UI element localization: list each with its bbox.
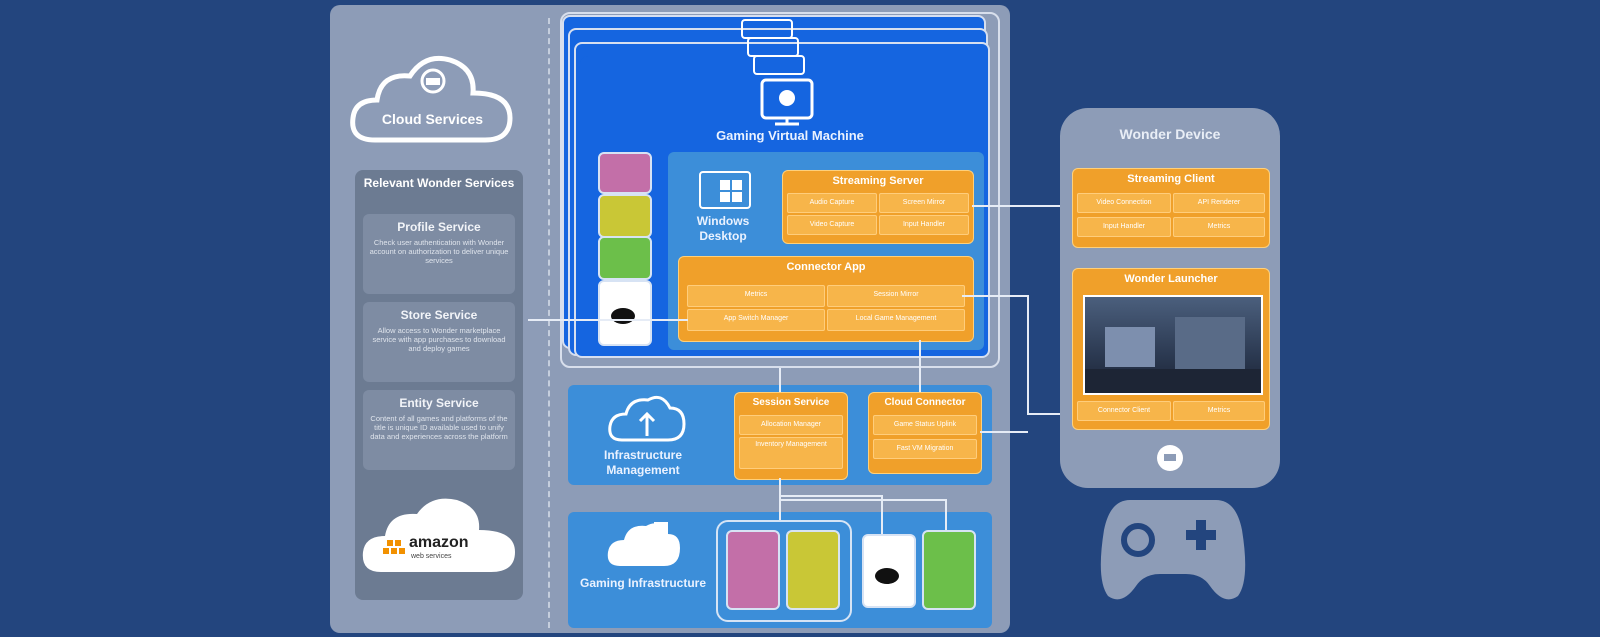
sc-cell-video: Video Connection xyxy=(1077,193,1171,213)
cloud-connector-title: Cloud Connector xyxy=(884,397,966,408)
ss-cell-video-capture: Video Capture xyxy=(787,215,877,235)
windows-desktop-label: Windows Desktop xyxy=(696,214,750,243)
wonder-launcher-box: Wonder Launcher Connector Client Metrics xyxy=(1072,268,1270,430)
app-group-outline xyxy=(716,520,852,622)
ss-cell-input-handler: Input Handler xyxy=(879,215,969,235)
session-service-title: Session Service xyxy=(752,397,830,408)
entity-service-card: Entity Service Content of all games and … xyxy=(363,390,515,470)
entity-service-title: Entity Service xyxy=(399,396,479,410)
sess-cell-inventory: Inventory Management xyxy=(739,437,843,469)
android-app-tile xyxy=(598,280,652,346)
ca-cell-app-switch: App Switch Manager xyxy=(687,309,825,331)
wonder-launcher-title: Wonder Launcher xyxy=(1124,273,1218,285)
infra-app-android xyxy=(862,534,916,608)
cloud-services-label: Cloud Services xyxy=(381,111,484,127)
sc-cell-api: API Renderer xyxy=(1173,193,1265,213)
ca-cell-local-game: Local Game Management xyxy=(827,309,965,331)
vm-outline xyxy=(560,12,1000,368)
ss-cell-screen-mirror: Screen Mirror xyxy=(879,193,969,213)
session-service-box: Session Service Allocation Manager Inven… xyxy=(734,392,848,480)
cloud-icon xyxy=(350,55,513,143)
cc-cell-uplink: Game Status Uplink xyxy=(873,415,977,435)
app-tile-green xyxy=(598,236,652,280)
gaming-infrastructure-label: Gaming Infrastructure xyxy=(579,576,707,590)
app-tile-yellow xyxy=(598,194,652,238)
aws-subtitle: web services xyxy=(411,553,452,560)
amazon-wordmark: amazon xyxy=(409,534,469,551)
profile-service-desc: Check user authentication with Wonder ac… xyxy=(369,238,509,265)
streaming-server-title: Streaming Server xyxy=(832,175,924,187)
device-title: Wonder Device xyxy=(1119,126,1221,142)
app-tile-pink xyxy=(598,152,652,194)
streaming-server-box: Streaming Server Audio Capture Screen Mi… xyxy=(782,170,974,244)
wl-cell-metrics: Metrics xyxy=(1173,401,1265,421)
infra-app-yellow xyxy=(786,530,840,610)
android-icon-2 xyxy=(875,568,899,584)
cc-cell-migration: Fast VM Migration xyxy=(873,439,977,459)
infra-app-pink xyxy=(726,530,780,610)
amazon-web-services-logo: amazon web services xyxy=(359,490,519,580)
infra-app-green xyxy=(922,530,976,610)
sess-cell-allocation: Allocation Manager xyxy=(739,415,843,435)
connector-app-box: Connector App Metrics Session Mirror App… xyxy=(678,256,974,342)
panel-divider xyxy=(548,18,550,628)
store-service-title: Store Service xyxy=(400,308,478,322)
ca-cell-metrics: Metrics xyxy=(687,285,825,307)
profile-service-title: Profile Service xyxy=(397,220,481,234)
infrastructure-management-label: Infrastructure Management xyxy=(603,448,683,477)
ss-cell-audio-capture: Audio Capture xyxy=(787,193,877,213)
store-service-card: Store Service Allow access to Wonder mar… xyxy=(363,302,515,382)
streaming-client-box: Streaming Client Video Connection API Re… xyxy=(1072,168,1270,248)
cloud-connector-box: Cloud Connector Game Status Uplink Fast … xyxy=(868,392,982,474)
cloud-services-badge: Cloud Services xyxy=(345,48,520,153)
relevant-services-title: Relevant Wonder Services xyxy=(363,176,515,190)
aws-cloud-icon xyxy=(362,498,515,572)
streaming-client-title: Streaming Client xyxy=(1127,173,1215,185)
connector-app-title: Connector App xyxy=(786,261,866,273)
gaming-vm-label: Gaming Virtual Machine xyxy=(716,128,864,143)
store-service-desc: Allow access to Wonder marketplace servi… xyxy=(372,326,506,353)
profile-service-card: Profile Service Check user authenticatio… xyxy=(363,214,515,294)
relevant-services-panel: Relevant Wonder Services Profile Service… xyxy=(355,170,523,600)
wl-cell-connector: Connector Client xyxy=(1077,401,1171,421)
sc-cell-metrics: Metrics xyxy=(1173,217,1265,237)
sc-cell-input: Input Handler xyxy=(1077,217,1171,237)
entity-service-desc: Content of all games and platforms of th… xyxy=(370,414,508,441)
launcher-screenshot-image xyxy=(1083,295,1263,395)
